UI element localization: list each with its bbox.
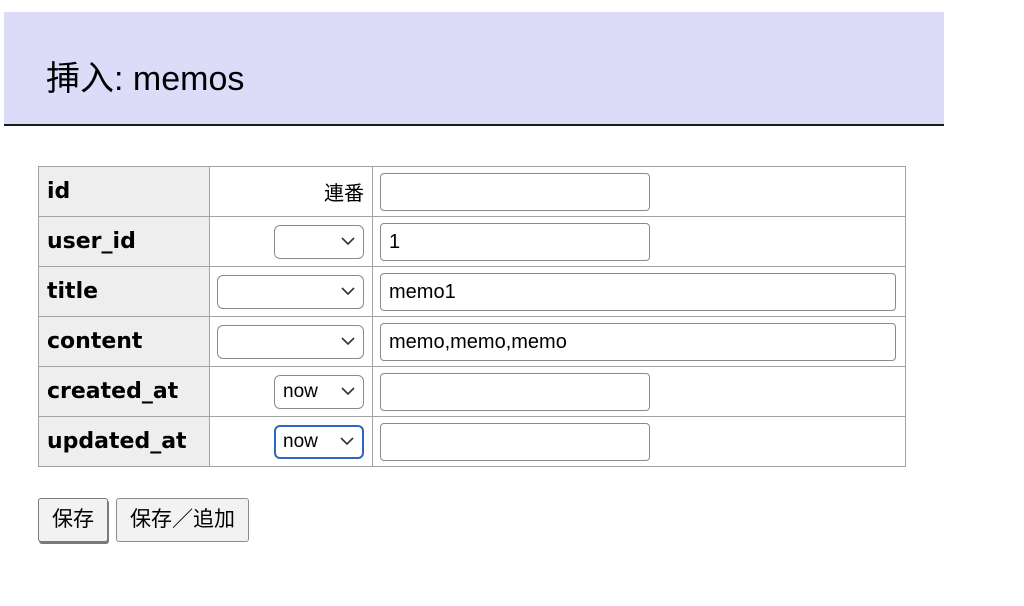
field-function-label: 連番	[209, 166, 373, 217]
table-row: user_id 1	[38, 216, 906, 267]
insert-form-table: id 連番 user_id 1 title	[38, 166, 906, 467]
content-function-select[interactable]	[217, 324, 364, 359]
select-value: now	[283, 380, 318, 402]
save-button[interactable]: 保存	[38, 498, 108, 542]
save-and-add-button[interactable]: 保存／追加	[116, 498, 249, 542]
chevron-down-icon	[341, 376, 355, 408]
field-name: content	[38, 316, 210, 367]
form-buttons: 保存 保存／追加	[38, 498, 249, 542]
table-row: updated_at now	[38, 416, 906, 467]
updated-at-input[interactable]	[380, 422, 650, 461]
title-function-select[interactable]	[217, 274, 364, 309]
field-name: updated_at	[38, 416, 210, 467]
chevron-down-icon	[341, 326, 355, 358]
select-value: now	[283, 430, 318, 452]
table-row: title memo1	[38, 266, 906, 317]
field-name: title	[38, 266, 210, 317]
created-at-function-select[interactable]: now	[274, 374, 364, 409]
field-name: created_at	[38, 366, 210, 417]
table-row: created_at now	[38, 366, 906, 417]
chevron-down-icon	[340, 427, 354, 457]
page-header: 挿入: memos	[4, 12, 944, 126]
content-input[interactable]: memo,memo,memo	[380, 322, 896, 361]
chevron-down-icon	[341, 276, 355, 308]
table-row: id 連番	[38, 166, 906, 217]
updated-at-function-select[interactable]: now	[274, 424, 364, 459]
field-name: id	[38, 166, 210, 217]
created-at-input[interactable]	[380, 372, 650, 411]
chevron-down-icon	[341, 226, 355, 258]
field-name: user_id	[38, 216, 210, 267]
id-input[interactable]	[380, 172, 650, 211]
user-id-input[interactable]: 1	[380, 222, 650, 261]
page-title: 挿入: memos	[46, 60, 245, 98]
title-input[interactable]: memo1	[380, 272, 896, 311]
table-row: content memo,memo,memo	[38, 316, 906, 367]
user-id-function-select[interactable]	[274, 224, 364, 259]
